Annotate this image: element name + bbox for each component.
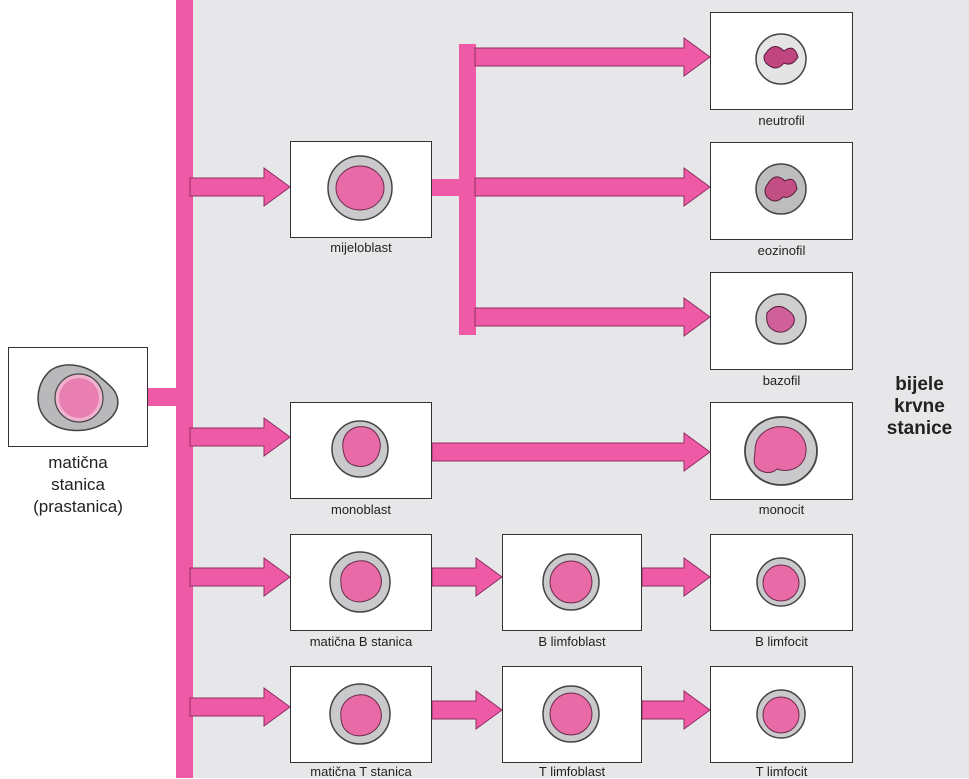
cell-b-limfoblast [502,534,642,631]
stem-label-line2: stanica [51,475,105,494]
cell-eozinofil [710,142,853,240]
monocit-image [744,416,818,486]
arrow-to-bazofil [474,297,711,337]
bazofil-image [755,293,807,345]
mijeloblast-image [327,155,393,221]
arrow-to-b-limfoblast [431,557,503,597]
label-monoblast: monoblast [331,502,391,517]
group-label-line2: krvne [894,396,945,417]
label-mijeloblast: mijeloblast [330,240,392,255]
label-b-limfocit: B limfocit [755,634,808,649]
cell-b-limfocit [710,534,853,631]
cell-bazofil [710,272,853,370]
arrow-to-maticna-b [189,557,291,597]
label-neutrofil: neutrofil [758,113,805,128]
group-label-line3: stanice [886,418,953,439]
group-label-line1: bijele [895,374,944,395]
cell-stem [8,347,148,447]
label-b-limfoblast: B limfoblast [538,634,606,649]
label-t-limfocit: T limfocit [755,764,808,779]
cell-t-limfoblast [502,666,642,763]
arrow-to-maticna-t [189,687,291,727]
arrow-to-eozinofil [474,167,711,207]
group-label: bijele krvne stanice [870,374,969,440]
maticna-t-image [329,683,391,745]
label-t-limfoblast: T limfoblast [538,764,606,779]
neutrofil-image [755,33,807,85]
arrow-to-monoblast [189,417,291,457]
arrow-to-b-limfocit [641,557,711,597]
arrow-to-monocit [431,432,711,472]
stem-label: matična stanica (prastanica) [8,452,148,518]
cell-t-limfocit [710,666,853,763]
label-eozinofil: eozinofil [757,243,806,258]
label-monocit: monocit [758,502,805,517]
cell-maticna-b [290,534,432,631]
arrow-to-mijeloblast [189,167,291,207]
stem-cell-image [37,364,119,432]
label-maticna-t: matična T stanica [310,764,412,779]
cell-neutrofil [710,12,853,110]
t-limfocit-image [756,689,806,739]
maticna-b-image [329,551,391,613]
b-limfocit-image [756,557,806,607]
cell-monoblast [290,402,432,499]
stem-label-line3: (prastanica) [33,497,123,516]
panel-background [184,0,969,778]
label-bazofil: bazofil [762,373,801,388]
myeloid-vertical [459,44,476,335]
arrow-to-neutrofil [474,37,711,77]
monoblast-image [331,420,389,478]
arrow-to-t-limfoblast [431,690,503,730]
arrow-to-t-limfocit [641,690,711,730]
label-maticna-b: matična B stanica [309,634,413,649]
b-limfoblast-image [542,553,600,611]
stem-label-line1: matična [48,453,108,472]
t-limfoblast-image [542,685,600,743]
eozinofil-image [755,163,807,215]
cell-maticna-t [290,666,432,763]
cell-monocit [710,402,853,500]
cell-mijeloblast [290,141,432,238]
trunk-bar [176,0,193,778]
